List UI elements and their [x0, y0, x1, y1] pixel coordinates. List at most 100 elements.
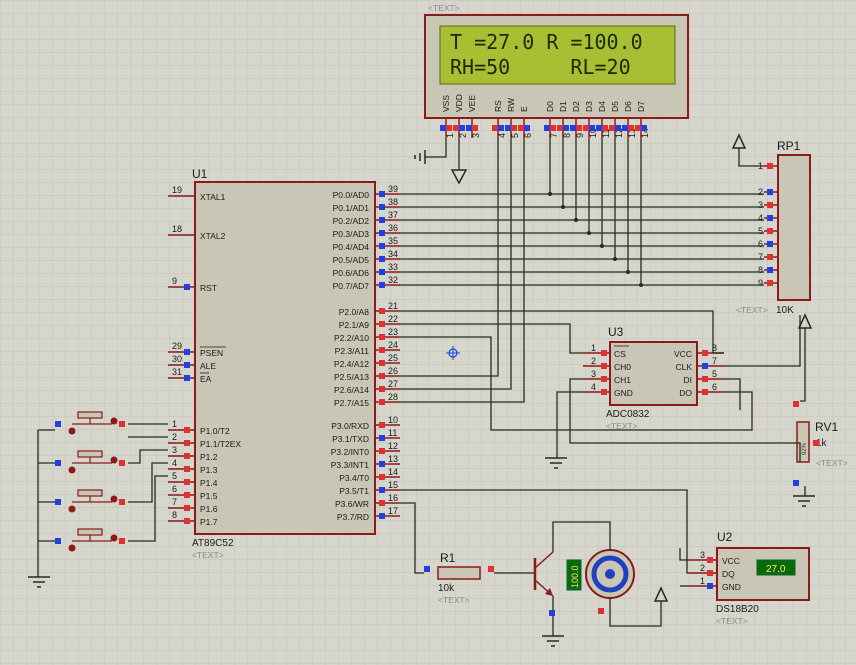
push-button-cap — [77, 528, 103, 536]
wire — [400, 310, 724, 354]
u1-right-pin-state — [379, 282, 385, 288]
u1-left-pin-name: XTAL1 — [200, 192, 226, 202]
u2-readout: 27.0 — [766, 564, 786, 575]
u1-right-pin-state — [379, 373, 385, 379]
motor-ground-symbol — [542, 596, 564, 647]
lcd-pin-label: RW — [506, 98, 516, 112]
u1-right-pin-name: P3.6/WR — [335, 499, 369, 509]
u1-right-pin-name: P2.2/A10 — [334, 333, 369, 343]
u1-right-pin-state — [379, 204, 385, 210]
u1-right-pin-number: 37 — [388, 210, 398, 220]
u1-left-pin-state — [184, 375, 190, 381]
push-button-4[interactable] — [55, 528, 125, 552]
u1-right-pin-number: 36 — [388, 223, 398, 233]
push-button-3[interactable] — [55, 489, 125, 513]
wire — [128, 475, 168, 542]
lcd-pin-label: VEE — [467, 95, 477, 112]
push-button-terminal — [110, 456, 118, 464]
adc-ground-symbol — [545, 457, 567, 469]
rp1-power-arrow — [731, 133, 764, 167]
lcd-pin-state — [472, 125, 478, 131]
wire-junction — [548, 192, 552, 196]
u1-left-pin-number: 18 — [172, 224, 182, 234]
lcd-pin-state — [492, 125, 498, 131]
lcd-module[interactable]: T =27.0 R =100.0 RH=50 RL=20 <TEXT> VSS1… — [424, 3, 689, 138]
u1-right-pin-number: 25 — [388, 353, 398, 363]
lcd-pin-state — [589, 125, 595, 131]
u1-left-pin-name: XTAL2 — [200, 231, 226, 241]
u1-right-pin-name: P3.2/INT0 — [331, 447, 370, 457]
u1-left-pin-number: 5 — [172, 471, 177, 481]
push-button-pin-state — [119, 460, 125, 466]
u1-left-pin-state — [184, 362, 190, 368]
u1-right-pin-state — [379, 321, 385, 327]
u1-left-pin-number: 6 — [172, 484, 177, 494]
push-buttons[interactable] — [55, 411, 125, 552]
push-button-terminal — [110, 417, 118, 425]
u3-right-pin-state — [702, 350, 708, 356]
u2-ref: U2 — [717, 530, 733, 544]
lcd-pin-state — [583, 125, 589, 131]
u1-right-pin-number: 33 — [388, 262, 398, 272]
u3-left-pin-state — [601, 389, 607, 395]
u1-right-pin-name: P3.5/T1 — [339, 486, 369, 496]
transistor[interactable] — [533, 551, 554, 597]
push-button-terminal — [110, 495, 118, 503]
u3-left-pin-name: CH0 — [614, 362, 631, 372]
u1-left-pin-name: P1.1/T2EX — [200, 439, 241, 449]
u3-left-pin-number: 3 — [591, 369, 596, 379]
wire — [800, 328, 806, 402]
u1-right-pin-number: 34 — [388, 249, 398, 259]
u1-left-pin-name: RST — [200, 283, 217, 293]
rv1-body-text: 92% — [802, 442, 808, 455]
rp1-pin-state — [767, 215, 773, 221]
lcd-pin-state — [459, 125, 465, 131]
wire — [128, 449, 168, 464]
rp1-pin-state — [767, 280, 773, 286]
u1-text-tag: <TEXT> — [192, 550, 224, 560]
wire — [569, 378, 801, 462]
lcd-pin-number: 9 — [575, 133, 585, 138]
r1-resistor[interactable]: R1 10k <TEXT> — [424, 551, 494, 605]
push-button-cap — [77, 489, 103, 497]
wire — [128, 462, 168, 503]
wire — [400, 323, 583, 354]
u1-right-pin-number: 16 — [388, 493, 398, 503]
u1-right-pin-state — [379, 269, 385, 275]
u1-right-pin-number: 23 — [388, 327, 398, 337]
rv1-pin-top — [793, 401, 799, 407]
rp1-pin-number: 3 — [758, 200, 763, 210]
lcd-pin-state — [628, 125, 634, 131]
lcd-pin-number: 3 — [471, 133, 481, 138]
u1-microcontroller[interactable]: U1 AT89C52 <TEXT> 19XTAL118XTAL29RST29PS… — [168, 167, 400, 560]
u1-right-pin-name: P0.3/AD3 — [333, 229, 370, 239]
lcd-pin-number: 12 — [614, 128, 624, 138]
push-button-2[interactable] — [55, 450, 125, 474]
u1-right-pin-state — [379, 243, 385, 249]
wire — [400, 336, 753, 431]
probe-cursor-icon[interactable] — [446, 346, 460, 360]
lcd-pin-state — [563, 125, 569, 131]
rp1-pin-number: 8 — [758, 265, 763, 275]
lcd-vdd-symbol — [450, 138, 468, 185]
push-button-1[interactable] — [55, 411, 125, 435]
lcd-pin-label: D1 — [558, 101, 568, 112]
u3-right-pin-state — [702, 389, 708, 395]
rp1-pin-state — [767, 267, 773, 273]
u1-right-pin-state — [379, 347, 385, 353]
u1-left-pin-state — [184, 284, 190, 290]
u1-right-pin-name: P0.0/AD0 — [333, 190, 370, 200]
lcd-pin-state — [635, 125, 641, 131]
u1-right-pin-number: 38 — [388, 197, 398, 207]
u3-right-pin-name: CLK — [675, 362, 692, 372]
u2-pin-state — [707, 570, 713, 576]
u1-left-pin-number: 1 — [172, 419, 177, 429]
u2-pin-name: DQ — [722, 569, 735, 579]
u3-body — [609, 341, 698, 406]
lcd-pin-state — [518, 125, 524, 131]
